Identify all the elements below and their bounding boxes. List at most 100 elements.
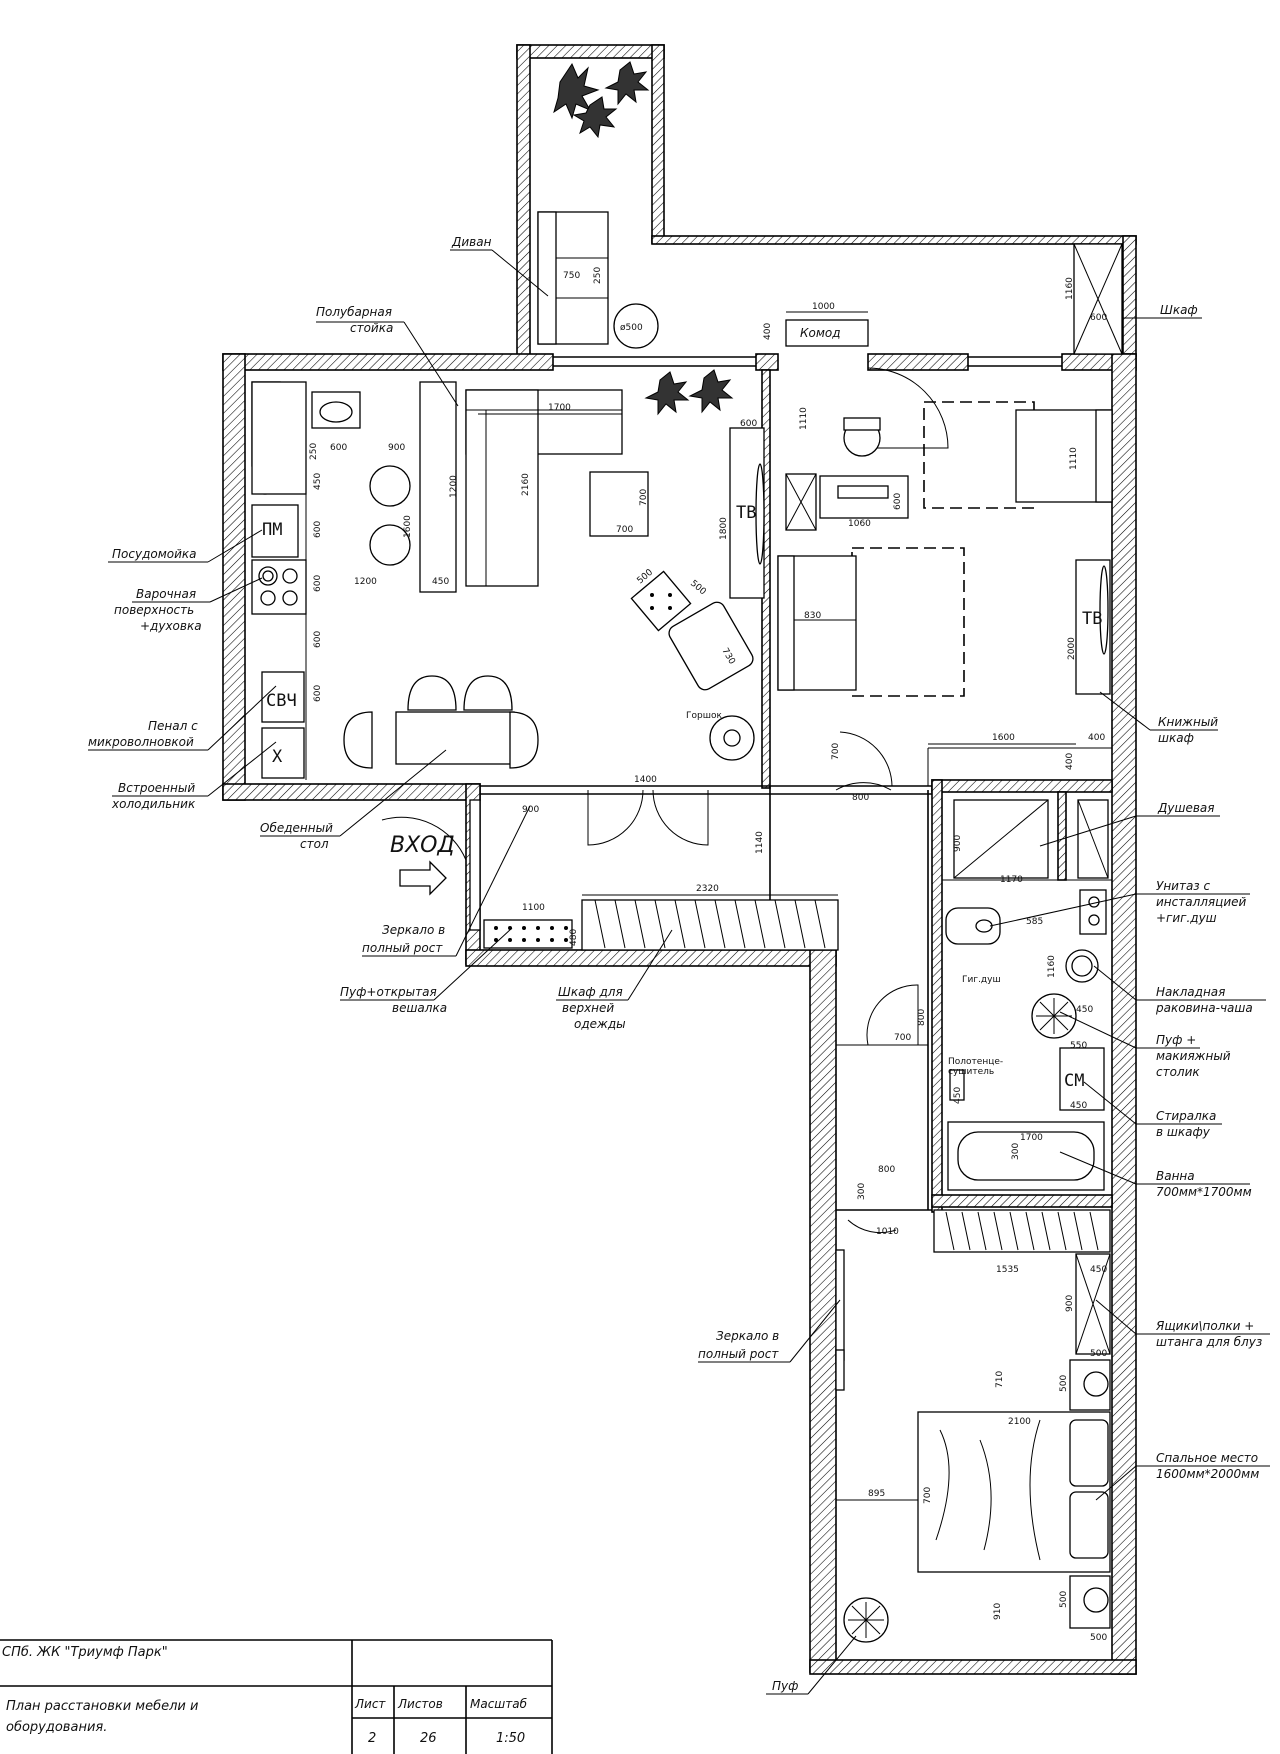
- callout-fridge-2: холодильник: [111, 797, 196, 811]
- doors: [381, 367, 949, 1234]
- star-icon: [848, 998, 1072, 1638]
- dim-label: 550: [1070, 1041, 1087, 1051]
- callout-dining-1: Обеденный: [260, 821, 333, 835]
- callout-hob-3: +духовка: [140, 619, 202, 633]
- dim-label: 900: [1065, 1295, 1075, 1312]
- dim-label: 450: [1076, 1005, 1093, 1015]
- dim-label: 800: [878, 1165, 895, 1175]
- dim-label: 500: [1059, 1375, 1069, 1392]
- pot-label: Горшок: [686, 711, 722, 721]
- dim-label: 2320: [696, 884, 719, 894]
- callout-washer-1: Стиралка: [1156, 1109, 1216, 1123]
- towel-dryer-label-1: Полотенце-: [948, 1057, 1003, 1067]
- dim-label: 830: [804, 611, 821, 621]
- callout-bed-2: 1600мм*2000мм: [1156, 1467, 1259, 1481]
- dim-label: 1110: [1069, 447, 1079, 470]
- callout-sink-2: раковина-чаша: [1155, 1001, 1253, 1015]
- table-diameter: ø500: [620, 323, 643, 333]
- fridge-label: Х: [272, 747, 283, 767]
- callout-pouf-hanger-2: вешалка: [392, 1001, 447, 1015]
- dimensions: 1000 400 600 1160 750 250 1700 600 1110 …: [309, 267, 1107, 1643]
- callout-bed-1: Спальное место: [1156, 1451, 1258, 1465]
- callout-bar-2: стойка: [350, 321, 393, 335]
- dim-label: 910: [993, 1603, 1003, 1620]
- callout-dishwasher: Посудомойка: [112, 547, 197, 561]
- dim-label: 900: [522, 805, 539, 815]
- bidet-label: Гиг.душ: [962, 975, 1001, 985]
- tv-label-living: ТВ: [736, 503, 756, 523]
- value-sheets: 26: [420, 1731, 437, 1746]
- dim-label: 500: [1090, 1633, 1107, 1643]
- dim-label: 1170: [1000, 875, 1023, 885]
- callout-bookcase-1: Книжный: [1158, 715, 1218, 729]
- callout-bookcase-2: шкаф: [1158, 731, 1194, 745]
- callouts: Диван Полубарная стойка Шкаф Комод Посуд…: [88, 235, 1270, 1695]
- dim-label: 500: [688, 579, 708, 598]
- callout-bath-2: 700мм*1700мм: [1156, 1185, 1252, 1199]
- dim-label: 700: [831, 743, 841, 760]
- furniture: [251, 61, 1123, 1643]
- sheet-title-2: оборудования.: [6, 1720, 107, 1735]
- project-name: СПб. ЖК "Триумф Парк": [2, 1645, 168, 1660]
- value-sheet: 2: [368, 1731, 376, 1746]
- dim-label: 2000: [1067, 637, 1077, 660]
- callout-coat-closet-3: одежды: [574, 1017, 626, 1031]
- dim-label: 1600: [992, 733, 1015, 743]
- callout-coat-closet-1: Шкаф для: [558, 985, 623, 999]
- dim-label: 400: [1088, 733, 1105, 743]
- callout-pouf-hanger-1: Пуф+открытая: [340, 985, 437, 999]
- callout-mirror-2: Зеркало в: [716, 1329, 779, 1343]
- entrance-label: ВХОД: [390, 833, 455, 858]
- dim-label: 600: [313, 575, 323, 592]
- callout-mirror-2b: полный рост: [698, 1347, 779, 1361]
- callout-hob-2: поверхность: [114, 603, 194, 617]
- dim-label: 1110: [799, 407, 809, 430]
- callout-sink-1: Накладная: [1156, 985, 1225, 999]
- callout-vanity-3: столик: [1156, 1065, 1200, 1079]
- callout-tall-unit-2: микроволновкой: [88, 735, 194, 749]
- callout-sofa: Диван: [451, 235, 492, 249]
- dim-label: 250: [593, 267, 603, 284]
- towel-dryer-label-2: сушитель: [948, 1067, 994, 1077]
- dim-label: 1535: [996, 1265, 1019, 1275]
- dim-label: 300: [1011, 1143, 1021, 1160]
- callout-mirror-1: Зеркало в: [382, 923, 445, 937]
- dim-label: 600: [313, 521, 323, 538]
- callout-coat-closet-2: верхней: [562, 1001, 614, 1015]
- sheet-title-1: План расстановки мебели и: [6, 1699, 198, 1714]
- header-scale: Масштаб: [470, 1697, 528, 1711]
- callout-vanity-2: макияжный: [1156, 1049, 1231, 1063]
- dim-label: 2100: [1008, 1417, 1031, 1427]
- dim-label: 450: [953, 1087, 963, 1104]
- dim-label: 900: [953, 835, 963, 852]
- dim-label: 450: [1090, 1265, 1107, 1275]
- dim-label: 895: [868, 1489, 885, 1499]
- title-block: СПб. ЖК "Триумф Парк" План расстановки м…: [0, 1639, 553, 1754]
- dim-label: 710: [995, 1371, 1005, 1388]
- dim-label: 450: [313, 473, 323, 490]
- callout-drawers-2: штанга для блуз: [1156, 1335, 1262, 1349]
- dim-label: 1160: [1065, 277, 1075, 300]
- plant-icon: [644, 369, 734, 416]
- dim-label: 585: [1026, 917, 1043, 927]
- dim-label: 2160: [521, 473, 531, 496]
- dim-label: 1700: [548, 403, 571, 413]
- callout-toilet-3: +гиг.душ: [1156, 911, 1217, 925]
- callout-dresser: Комод: [800, 326, 841, 340]
- callout-vanity-1: Пуф +: [1156, 1033, 1196, 1047]
- dishwasher-label: ПМ: [262, 520, 282, 540]
- callout-toilet-1: Унитаз с: [1156, 879, 1210, 893]
- dim-label: 1000: [812, 302, 835, 312]
- callout-toilet-2: инсталляцией: [1156, 895, 1246, 909]
- dim-label: 600: [313, 685, 323, 702]
- dim-label: 450: [1070, 1101, 1087, 1111]
- callout-washer-2: в шкафу: [1156, 1125, 1211, 1139]
- dim-label: 600: [330, 443, 347, 453]
- callout-fridge-1: Встроенный: [118, 781, 195, 795]
- office-chair-icon: [843, 417, 881, 457]
- dim-label: 1800: [719, 517, 729, 540]
- dim-label: 700: [894, 1033, 911, 1043]
- dim-label: 800: [917, 1009, 927, 1026]
- dim-label: 700: [923, 1487, 933, 1504]
